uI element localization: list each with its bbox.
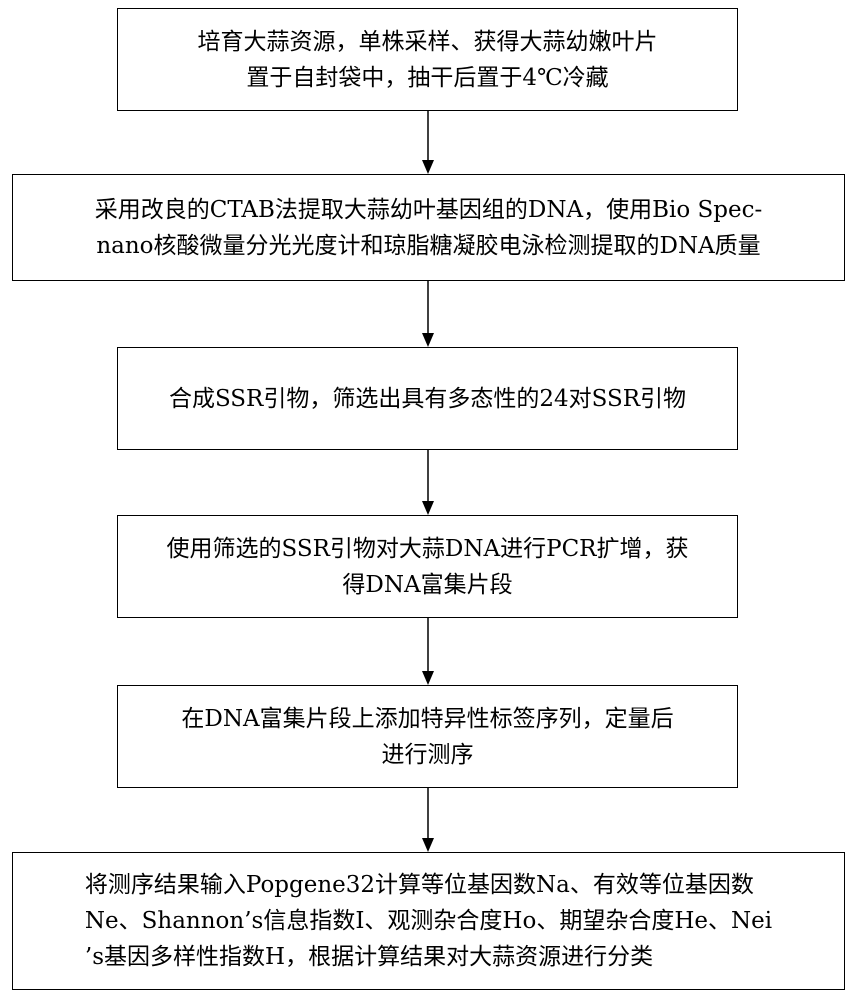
step-6-text: 将测序结果输入Popgene32计算等位基因数Na、有效等位基因数 Ne、Sha… [84,872,773,970]
step-5-text: 在DNA富集片段上添加特异性标签序列，定量后 进行测序 [181,705,674,768]
step-3-text: 合成SSR引物，筛选出具有多态性的24对SSR引物 [168,385,687,412]
step-4-box: 使用筛选的SSR引物对大蒜DNA进行PCR扩增，获 得DNA富集片段 [117,515,738,618]
arrow-4-to-5 [422,618,434,685]
step-1-box: 培育大蒜资源，单株采样、获得大蒜幼嫩叶片 置于自封袋中，抽干后置于4℃冷藏 [117,8,738,111]
step-2-box: 采用改良的CTAB法提取大蒜幼叶基因组的DNA，使用Bio Spec- nano… [12,174,845,281]
step-4-text: 使用筛选的SSR引物对大蒜DNA进行PCR扩增，获 得DNA富集片段 [166,535,689,598]
arrow-2-to-3 [422,281,434,347]
step-1-text: 培育大蒜资源，单株采样、获得大蒜幼嫩叶片 置于自封袋中，抽干后置于4℃冷藏 [197,28,658,91]
arrow-1-to-2 [422,111,434,174]
step-5-box: 在DNA富集片段上添加特异性标签序列，定量后 进行测序 [117,685,738,788]
step-2-text: 采用改良的CTAB法提取大蒜幼叶基因组的DNA，使用Bio Spec- nano… [94,196,763,259]
step-6-box: 将测序结果输入Popgene32计算等位基因数Na、有效等位基因数 Ne、Sha… [12,852,845,990]
arrow-5-to-6 [422,788,434,852]
step-3-box: 合成SSR引物，筛选出具有多态性的24对SSR引物 [117,347,738,450]
arrow-3-to-4 [422,450,434,515]
